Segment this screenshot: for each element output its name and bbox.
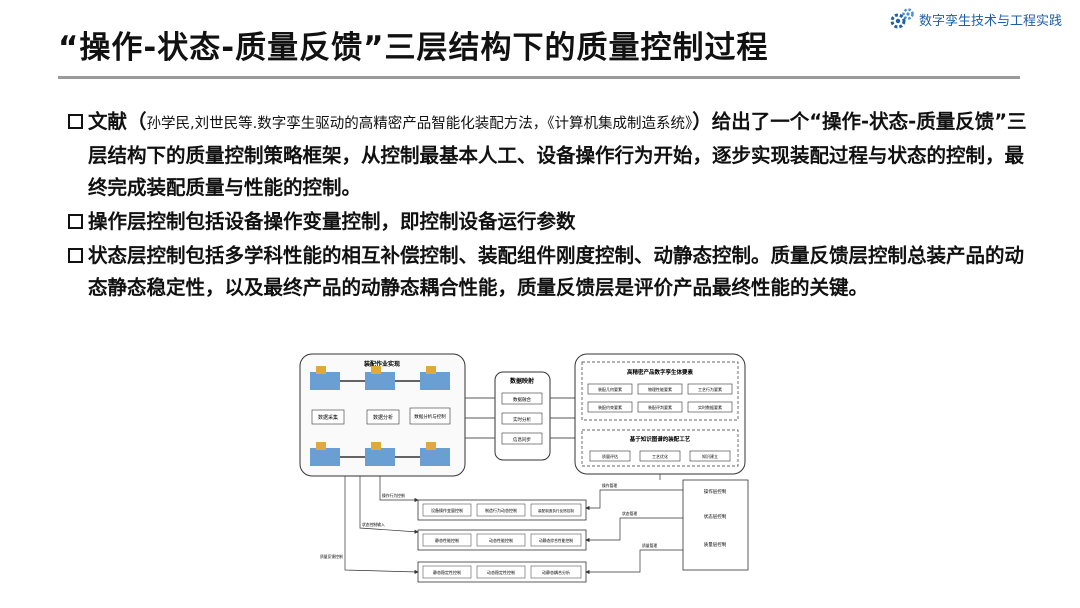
bullet-citation: 孙学民,刘世民等.数字孪生驱动的高精密产品智能化装配方法，《计算机集成制造系统》 (146, 116, 693, 132)
twin-element: 工艺行为要素 (698, 386, 722, 392)
bullet-text: 状态层控制包括多学科性能的相互补偿控制、装配组件刚度控制、动静态控制。质量反馈层… (88, 244, 1025, 299)
control-box-label: 状态层控制 (704, 513, 727, 520)
flow-label: 质量反馈控制 (320, 554, 343, 559)
mapping-item: 实时分析 (513, 416, 531, 423)
bullet-box-icon (68, 206, 86, 238)
twin-element: 实时数据要素 (698, 404, 722, 410)
mapping-item: 数据融合 (513, 396, 531, 403)
assembly-label-box (409, 407, 451, 425)
quality-item: 静态稳定性控制 (433, 569, 461, 575)
process-item: 知识建立 (702, 453, 718, 459)
title-divider (58, 76, 1020, 79)
twin-element: 装配评判要素 (648, 404, 672, 410)
bullet-box-icon (68, 106, 86, 204)
process-item: 质量评估 (602, 453, 618, 459)
bullet-item-2: 操作层控制包括设备操作变量控制，即控制设备运行参数 (68, 206, 1028, 238)
assembly-label: 数据采集 (318, 414, 338, 421)
assembly-label-box (366, 409, 400, 425)
robot-station-icon (365, 366, 395, 390)
bullet-text: ）给出了一个“操作-状态-质量反馈”三层结构下的质量控制策略框架，从控制最基本人… (88, 110, 1027, 199)
twin-element: 物理性能要素 (648, 386, 672, 392)
bullet-lead: 文献（ (88, 110, 147, 133)
twin-element: 装配约束要素 (598, 404, 622, 410)
framework-diagram: 装配作业实现 数据采集 数据分析 数据分析与控制 数据映射 数据融合 实时分析 … (299, 353, 749, 583)
flow-label: 操作行为控制 (382, 493, 405, 498)
process-title: 基于知识图谱的装配工艺 (629, 435, 691, 443)
quality-item: 动态稳定性控制 (487, 569, 515, 575)
brand-logo: 数字孪生技术与工程实践 (889, 6, 1062, 32)
assembly-label-box (311, 409, 345, 425)
bullet-text: 操作层控制包括设备操作变量控制，即控制设备运行参数 (88, 210, 576, 233)
flow-label: 状态管理 (622, 511, 637, 516)
state-item: 静态性能控制 (435, 537, 459, 543)
state-item: 动态性能控制 (489, 537, 513, 543)
state-item: 动静态综合性能控制 (539, 538, 573, 543)
gear-icon (890, 8, 914, 29)
control-box-label: 质量层控制 (704, 541, 727, 548)
mapping-item: 信息同步 (513, 436, 531, 443)
bullet-box-icon (68, 240, 86, 304)
operation-item: 制造行为动态控制 (485, 507, 517, 513)
bullet-list: 文献（孙学民,刘世民等.数字孪生驱动的高精密产品智能化装配方法，《计算机集成制造… (68, 106, 1028, 306)
flow-label: 状态控制输入 (362, 522, 385, 527)
assembly-label: 数据分析 (373, 414, 393, 421)
assembly-title: 装配作业实现 (363, 360, 400, 368)
operation-item: 装配制造执行反馈控制 (538, 508, 574, 513)
operation-item: 设备操作变量控制 (431, 507, 463, 513)
robot-station-icon (310, 366, 340, 390)
bullet-item-3: 状态层控制包括多学科性能的相互补偿控制、装配组件刚度控制、动静态控制。质量反馈层… (68, 240, 1028, 304)
bullet-item-1: 文献（孙学民,刘世民等.数字孪生驱动的高精密产品智能化装配方法，《计算机集成制造… (68, 106, 1028, 204)
robot-station-icon (310, 442, 340, 466)
process-item: 工艺优化 (652, 453, 668, 459)
twin-element: 装配几何要素 (598, 386, 622, 392)
twin-title: 高精密产品数字孪生体要素 (627, 368, 694, 376)
assembly-label: 数据分析与控制 (414, 413, 446, 420)
mapping-title: 数据映射 (510, 377, 534, 385)
flow-label: 质量管理 (642, 543, 657, 548)
quality-item: 动静态耦合分析 (542, 569, 570, 575)
robot-station-icon (420, 366, 450, 390)
robot-station-icon (365, 442, 395, 466)
slide-title: “操作-状态-质量反馈”三层结构下的质量控制过程 (58, 30, 769, 66)
control-box (682, 479, 749, 571)
flow-label: 操作管理 (602, 483, 617, 488)
robot-station-icon (420, 442, 450, 466)
control-box-label: 操作层控制 (704, 488, 727, 495)
brand-text: 数字孪生技术与工程实践 (918, 13, 1062, 29)
